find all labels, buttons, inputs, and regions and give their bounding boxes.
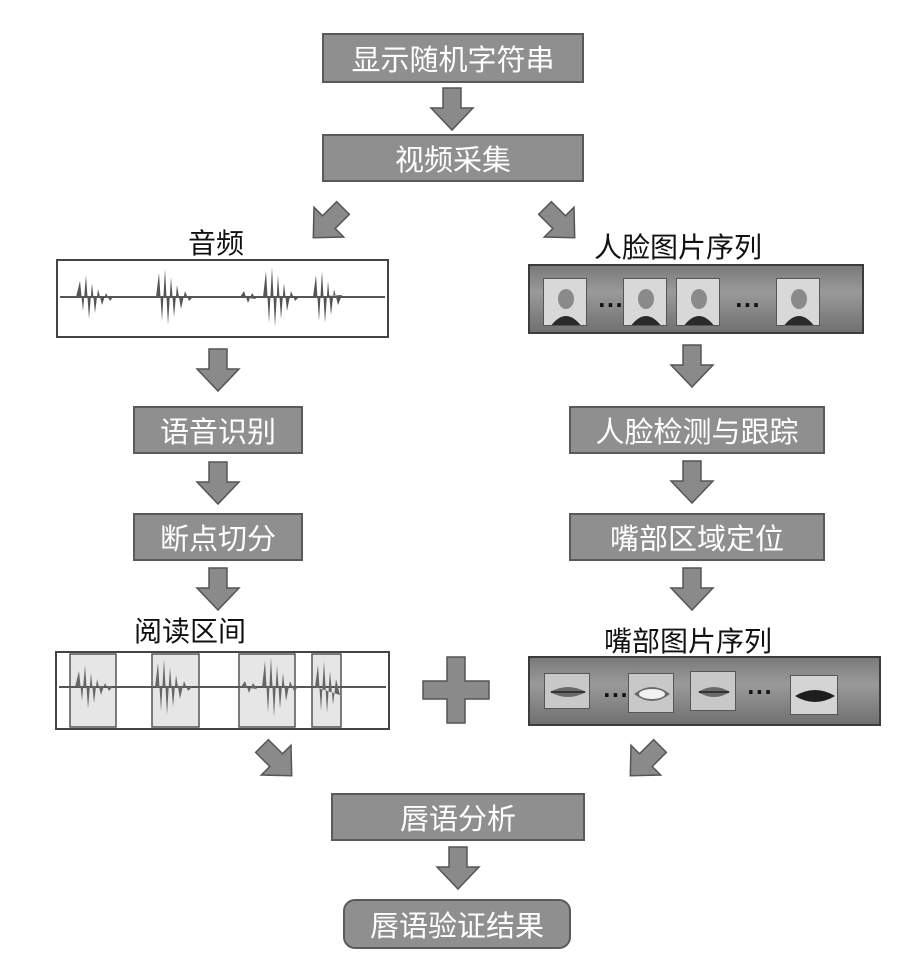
step-label: 唇语分析 — [399, 802, 516, 836]
face-thumbnail — [676, 278, 720, 326]
mouth-sequence-panel: ... ... — [528, 656, 881, 726]
arrow-down — [196, 348, 240, 392]
step-face-detect-track: 人脸检测与跟踪 — [569, 406, 825, 454]
step-label: 视频采集 — [394, 143, 511, 177]
arrow-diagonal — [297, 192, 359, 254]
face-icon — [677, 279, 719, 325]
audio-waveform — [60, 267, 385, 327]
mouth-thumbnail — [790, 675, 838, 715]
mouth-icon — [629, 674, 673, 712]
arrow-diagonal — [246, 730, 308, 792]
ellipsis: ... — [598, 288, 624, 312]
ellipsis: ... — [747, 675, 773, 699]
face-icon — [624, 279, 666, 325]
face-thumbnail — [776, 278, 820, 326]
mouth-thumbnail — [544, 673, 590, 709]
face-icon — [544, 279, 586, 325]
step-label: 断点切分 — [159, 522, 276, 556]
mouth-icon — [545, 674, 589, 708]
arrow-down — [670, 344, 714, 388]
face-sequence-panel: ... ... — [528, 264, 864, 334]
mouth-thumbnail — [628, 673, 674, 713]
step-label: 人脸检测与跟踪 — [595, 415, 799, 449]
arrow-down — [196, 567, 240, 611]
step-video-capture: 视频采集 — [322, 134, 584, 182]
plus-icon — [422, 656, 490, 724]
face-thumbnail — [543, 278, 587, 326]
step-label: 显示随机字符串 — [351, 43, 555, 77]
reading-interval-label: 阅读区间 — [134, 615, 247, 648]
arrow-down — [670, 567, 714, 611]
reading-interval-panel — [55, 651, 390, 730]
audio-label: 音频 — [188, 227, 245, 260]
reading-interval-waveform — [59, 653, 386, 728]
mouth-icon — [791, 676, 837, 714]
face-sequence-label: 人脸图片序列 — [594, 231, 763, 264]
step-lip-result: 唇语验证结果 — [343, 899, 571, 949]
step-label: 唇语验证结果 — [369, 909, 544, 943]
arrow-diagonal — [529, 192, 591, 254]
step-breakpoint-split: 断点切分 — [133, 513, 303, 561]
arrow-down — [430, 87, 474, 131]
face-thumbnail — [623, 278, 667, 326]
arrow-down — [196, 461, 240, 505]
step-lip-analysis: 唇语分析 — [331, 793, 585, 841]
ellipsis: ... — [735, 288, 761, 312]
mouth-thumbnail — [690, 671, 736, 711]
step-show-random-string: 显示随机字符串 — [322, 33, 584, 83]
arrow-diagonal — [614, 730, 676, 792]
ellipsis: ... — [603, 678, 629, 702]
mouth-sequence-label: 嘴部图片序列 — [604, 625, 773, 658]
arrow-down — [436, 846, 480, 890]
audio-waveform-panel — [56, 259, 389, 338]
mouth-icon — [691, 672, 735, 710]
face-icon — [777, 279, 819, 325]
arrow-down — [670, 460, 714, 504]
step-speech-recognition: 语音识别 — [133, 406, 303, 454]
step-mouth-locate: 嘴部区域定位 — [569, 513, 825, 561]
step-label: 嘴部区域定位 — [609, 522, 784, 556]
step-label: 语音识别 — [159, 415, 276, 449]
